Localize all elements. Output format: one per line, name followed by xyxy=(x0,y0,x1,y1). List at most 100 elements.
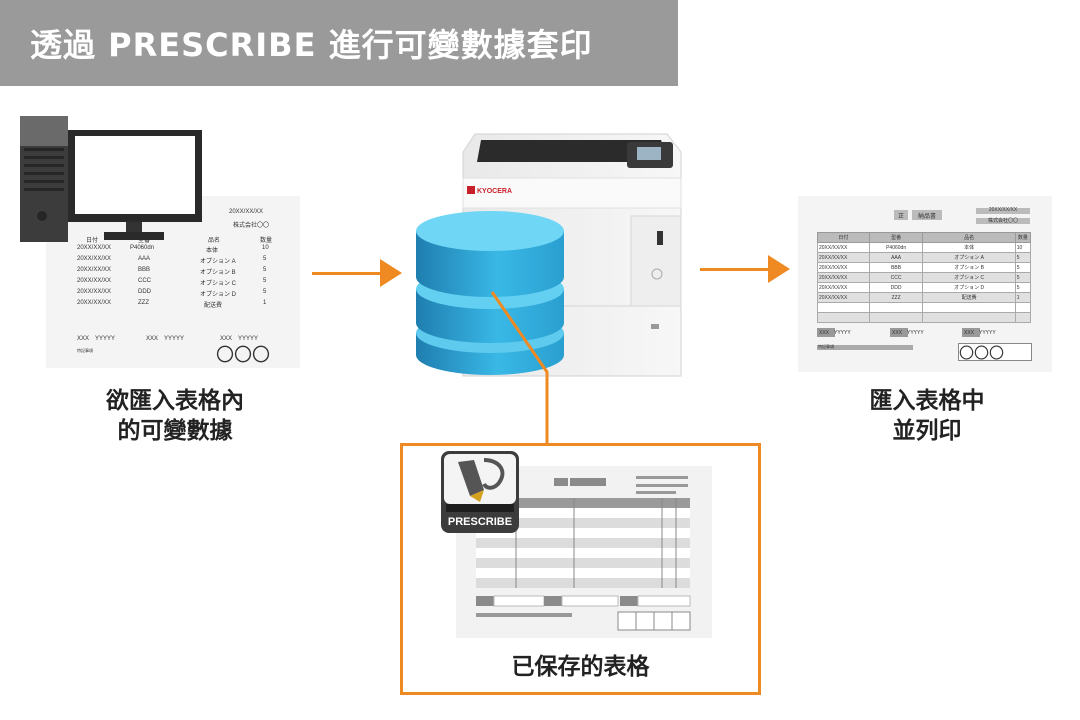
caption-line: 並列印 xyxy=(892,418,962,444)
output-company-cell xyxy=(976,218,1030,224)
cell: 20XX/XX/XX xyxy=(77,289,112,295)
cell: 配送費 xyxy=(204,303,223,309)
cell: CCC xyxy=(868,272,924,283)
prescribe-label: PRESCRIBE xyxy=(448,516,512,528)
doc-date: 20XX/XX/XX xyxy=(229,209,264,215)
printer-brand: KYOCERA xyxy=(477,188,512,195)
cell: 10 xyxy=(262,245,269,251)
caption-line: 匯入表格中 xyxy=(869,388,985,414)
cell: 5 xyxy=(1014,252,1032,263)
col-header: 型番 xyxy=(868,232,924,243)
cell: オプション B xyxy=(200,270,236,276)
col-header: 数量 xyxy=(260,238,273,244)
output-footer: XXX YYYYY xyxy=(892,330,924,336)
cell: 20XX/XX/XX xyxy=(77,245,112,251)
output-remark-bar xyxy=(817,345,913,350)
col-header: 数量 xyxy=(1014,232,1032,243)
caption-line: 欲匯入表格內 xyxy=(106,388,244,414)
doc-footer: XXX YYYYY xyxy=(77,336,116,342)
cell: CCC xyxy=(138,278,151,284)
cell: 1 xyxy=(1014,292,1032,303)
cell: 1 xyxy=(263,300,267,306)
col-header: 日付 xyxy=(86,238,99,244)
cell: 5 xyxy=(263,278,267,284)
output-footer: XXX YYYYY xyxy=(819,330,851,336)
cell: オプション C xyxy=(200,281,237,287)
title-banner xyxy=(0,0,678,86)
caption-source: 欲匯入表格內 的可變數據 xyxy=(50,386,300,446)
cell: 20XX/XX/XX xyxy=(817,262,870,273)
cell: オプション C xyxy=(922,272,1016,283)
output-seal-boxes xyxy=(958,343,1032,361)
cell: ZZZ xyxy=(138,300,149,306)
cell: 5 xyxy=(1014,262,1032,273)
caption-line: 的可變數據 xyxy=(117,418,233,444)
source-document: 正 納品書 20XX/XX/XX 株式会社〇〇 日付 型番 品名 数量 20XX… xyxy=(46,196,300,368)
col-header: 品名 xyxy=(208,238,221,244)
cell: P4060dn xyxy=(130,245,155,251)
connector-line xyxy=(490,291,549,443)
cell: 20XX/XX/XX xyxy=(77,267,112,273)
cell: 5 xyxy=(1014,272,1032,283)
output-footer-label xyxy=(962,328,980,337)
cell: オプション D xyxy=(200,292,237,298)
cell: 5 xyxy=(263,256,267,262)
cell: 20XX/XX/XX xyxy=(817,282,870,293)
doc-footer: XXX YYYYY xyxy=(146,336,185,342)
cell: 配送費 xyxy=(922,292,1016,303)
output-date: 20XX/XX/XX xyxy=(988,207,1018,213)
caption-output: 匯入表格中 並列印 xyxy=(802,386,1052,446)
cell: ZZZ xyxy=(868,292,924,303)
doc-footer: XXX YYYYY xyxy=(220,336,259,342)
arrow-shaft xyxy=(700,268,770,271)
output-title-text: 納品書 xyxy=(917,214,936,220)
cell: オプション A xyxy=(200,259,236,265)
cell: 20XX/XX/XX xyxy=(77,300,112,306)
cell: DDD xyxy=(138,289,151,295)
output-seal xyxy=(894,210,908,220)
output-remark: 特記事項 xyxy=(818,344,834,349)
arrow-right-icon xyxy=(768,255,790,283)
cell: 5 xyxy=(263,289,267,295)
output-footer-label xyxy=(890,328,908,337)
cell: BBB xyxy=(868,262,924,273)
caption-saved-form: 已保存的表格 xyxy=(511,654,650,680)
cell: AAA xyxy=(868,252,924,263)
output-document: 正 納品書 20XX/XX/XX 株式会社〇〇 日付 型番 品名 数量 20XX… xyxy=(798,196,1052,372)
cell: オプション A xyxy=(922,252,1016,263)
output-title-cell xyxy=(912,210,942,220)
cell: AAA xyxy=(138,256,151,262)
doc-company: 株式会社〇〇 xyxy=(233,223,270,229)
cell: オプション B xyxy=(922,262,1016,273)
col-header: 型番 xyxy=(138,238,151,244)
output-footer: XXX YYYYY xyxy=(964,330,996,336)
cell: 20XX/XX/XX xyxy=(817,252,870,263)
cell: 5 xyxy=(1014,282,1032,293)
output-date-cell xyxy=(976,208,1030,214)
arrow-right-icon xyxy=(380,259,402,287)
prescribe-logo-icon: PRESCRIBE xyxy=(441,451,519,533)
cell: 20XX/XX/XX xyxy=(77,256,112,262)
cell: DDD xyxy=(868,282,924,293)
cell: 10 xyxy=(1014,242,1032,253)
output-company: 株式会社〇〇 xyxy=(987,218,1018,224)
computer-icon xyxy=(20,116,202,242)
cell: 20XX/XX/XX xyxy=(817,292,870,303)
doc-circles: 〇〇〇 xyxy=(216,345,270,365)
col-header: 日付 xyxy=(817,232,870,243)
cell: 本体 xyxy=(922,242,1016,253)
cell: 本体 xyxy=(206,248,219,254)
cell: 20XX/XX/XX xyxy=(817,242,870,253)
cell: BBB xyxy=(138,267,151,273)
cell: P4060dn xyxy=(868,242,924,253)
cell: 5 xyxy=(263,267,267,273)
arrow-shaft xyxy=(312,272,382,275)
page-title: 透過 PRESCRIBE 進行可變數據套印 xyxy=(30,26,593,64)
output-footer-label xyxy=(817,328,835,337)
col-header: 品名 xyxy=(922,232,1016,243)
cell: オプション D xyxy=(922,282,1016,293)
cell: 20XX/XX/XX xyxy=(77,278,112,284)
cell: 20XX/XX/XX xyxy=(817,272,870,283)
output-seal-text: 正 xyxy=(897,214,904,220)
